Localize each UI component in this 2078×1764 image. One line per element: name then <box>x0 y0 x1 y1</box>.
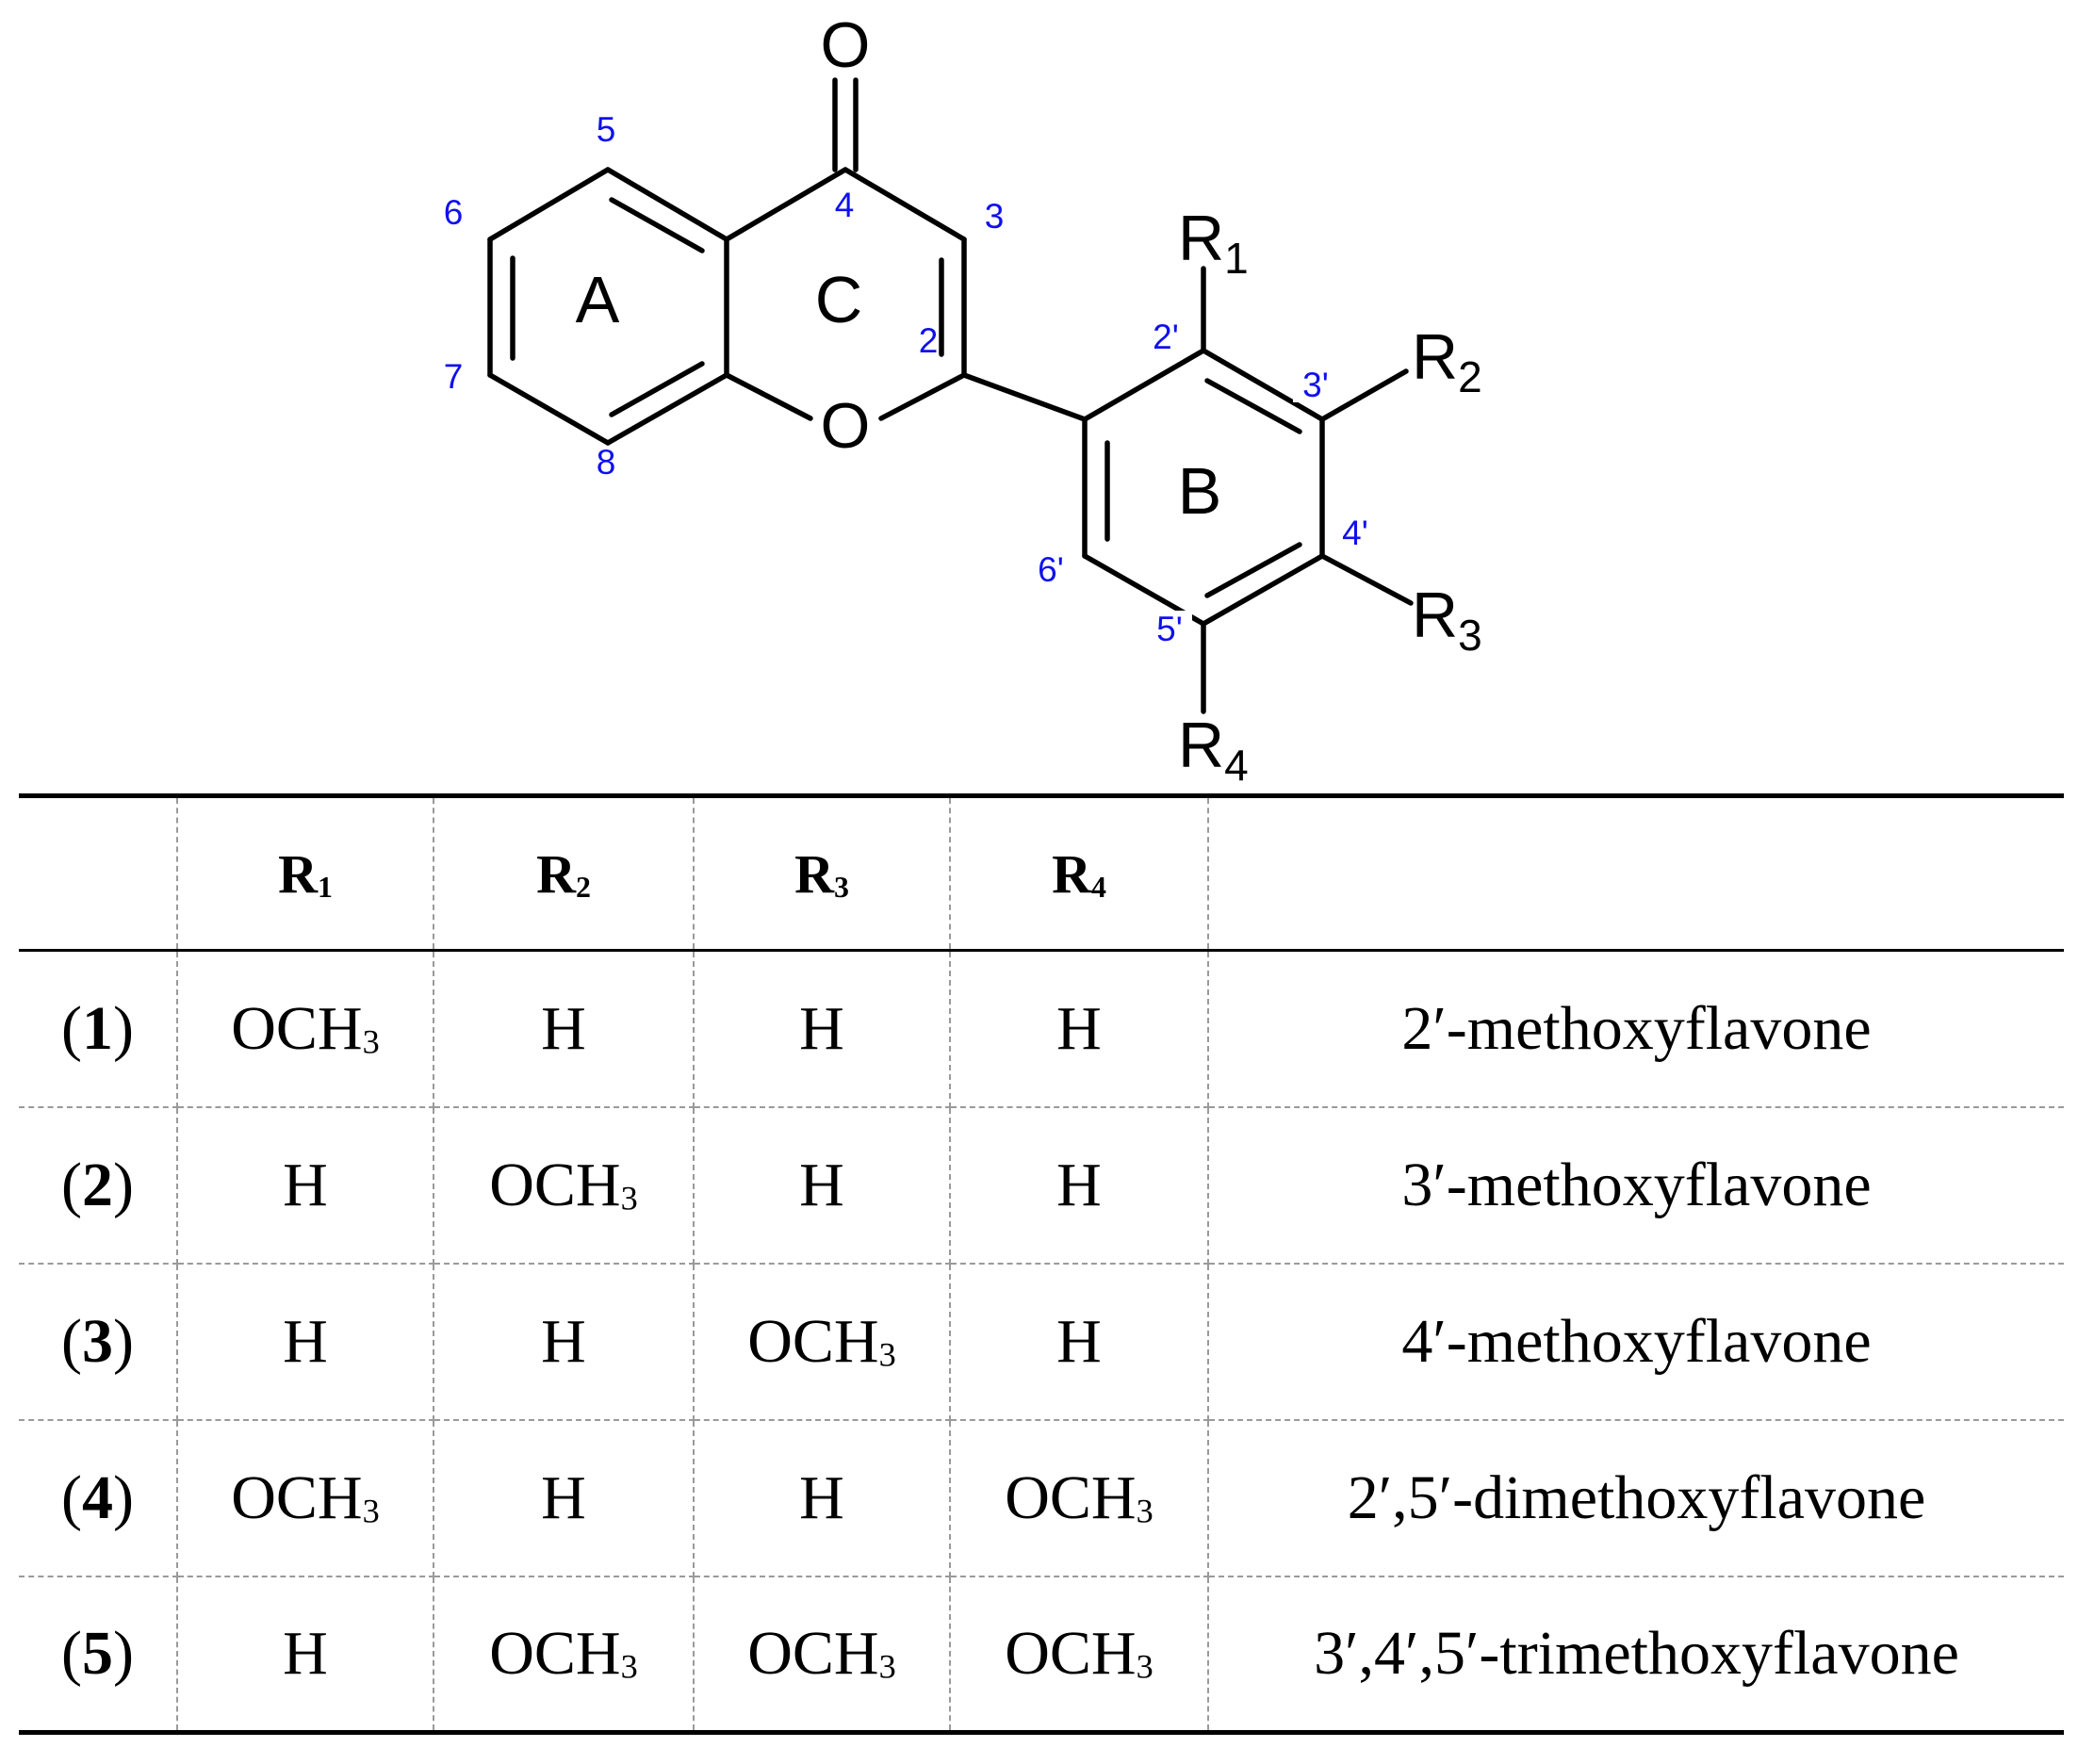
bond <box>724 167 848 242</box>
header-r1: R1 <box>176 793 434 952</box>
cell-r3: H <box>693 1106 951 1265</box>
bond <box>1204 378 1302 434</box>
position-6: 6 <box>444 193 464 232</box>
compound-number: (4) <box>19 1419 178 1577</box>
position-2-prime: 2' <box>1153 318 1179 356</box>
cell-r4: OCH3 <box>949 1576 1209 1735</box>
cell-r1: H <box>176 1263 434 1421</box>
carbonyl-oxygen: O <box>821 9 871 81</box>
cell-r3: OCH3 <box>693 1576 951 1735</box>
position-6-prime: 6' <box>1038 550 1064 589</box>
position-3: 3 <box>985 197 1005 236</box>
r4-label: R4 <box>1178 710 1249 790</box>
ring-label-c: C <box>815 263 863 336</box>
compound-number: (5) <box>19 1576 178 1735</box>
cell-r3: H <box>693 1419 951 1577</box>
cell-r1: H <box>176 1576 434 1735</box>
compound-number: (2) <box>19 1106 178 1265</box>
cell-r2: OCH3 <box>433 1576 695 1735</box>
position-2: 2 <box>919 321 939 360</box>
compound-number: (3) <box>19 1263 178 1421</box>
compound-name: 2′,5′-dimethoxyflavone <box>1207 1419 2064 1577</box>
bond <box>878 372 967 421</box>
r3-label: R3 <box>1412 580 1482 660</box>
bond <box>724 372 813 421</box>
table-row: (5) H OCH3 OCH3 OCH3 3′,4′,5′-trimethoxy… <box>19 1576 2064 1735</box>
cell-r2: H <box>433 950 695 1108</box>
substituent-table: R1 R2 R3 R4 (1) OCH3 H H H 2′-methoxyfla… <box>19 793 2064 1735</box>
bond <box>961 372 1088 422</box>
bond <box>605 167 729 242</box>
bond <box>605 372 729 446</box>
bond <box>1082 348 1206 422</box>
header-compound <box>19 793 178 952</box>
cell-r1: OCH3 <box>176 1419 434 1577</box>
position-5-prime: 5' <box>1156 610 1183 648</box>
ring-label-a: A <box>576 263 620 336</box>
bond <box>609 197 705 253</box>
table-row: (4) OCH3 H H OCH3 2′,5′-dimethoxyflavone <box>19 1419 2064 1577</box>
cell-r1: OCH3 <box>176 950 434 1108</box>
cell-r2: H <box>433 1263 695 1421</box>
position-8: 8 <box>597 443 616 482</box>
compound-name: 4′-methoxyflavone <box>1207 1263 2064 1421</box>
flavone-structure: O O A C B R1 R2 R3 R4 5 6 7 8 4 3 2 2' 3… <box>444 9 1482 790</box>
bond <box>487 167 611 242</box>
compound-name: 3′,4′,5′-trimethoxyflavone <box>1207 1576 2064 1735</box>
ring-label-b: B <box>1178 454 1222 528</box>
compound-name: 2′-methoxyflavone <box>1207 950 2064 1108</box>
cell-r4: H <box>949 1263 1209 1421</box>
bond <box>1319 553 1414 606</box>
table-row: (3) H H OCH3 H 4′-methoxyflavone <box>19 1263 2064 1421</box>
bond <box>1204 542 1302 598</box>
ring-oxygen: O <box>821 390 871 462</box>
table-row: (2) H OCH3 H H 3′-methoxyflavone <box>19 1106 2064 1265</box>
bond <box>487 372 611 446</box>
r2-label: R2 <box>1412 321 1482 401</box>
bond <box>1319 368 1409 422</box>
header-r4: R4 <box>949 793 1209 952</box>
header-r3: R3 <box>693 793 951 952</box>
compound-name: 3′-methoxyflavone <box>1207 1106 2064 1265</box>
cell-r2: H <box>433 1419 695 1577</box>
table-row: (1) OCH3 H H H 2′-methoxyflavone <box>19 950 2064 1108</box>
position-3-prime: 3' <box>1302 366 1329 404</box>
bond <box>1201 553 1325 627</box>
position-5: 5 <box>597 110 616 149</box>
cell-r4: H <box>949 950 1209 1108</box>
bond <box>843 167 967 242</box>
r1-label: R1 <box>1178 203 1249 283</box>
cell-r2: OCH3 <box>433 1106 695 1265</box>
table-header-row: R1 R2 R3 R4 <box>19 793 2064 952</box>
cell-r3: OCH3 <box>693 1263 951 1421</box>
cell-r1: H <box>176 1106 434 1265</box>
position-4: 4 <box>835 186 855 224</box>
compound-number: (1) <box>19 950 178 1108</box>
header-name <box>1207 793 2064 952</box>
position-7: 7 <box>444 357 464 396</box>
bond <box>1201 348 1325 422</box>
header-r2: R2 <box>433 793 695 952</box>
cell-r4: H <box>949 1106 1209 1265</box>
position-4-prime: 4' <box>1342 514 1368 552</box>
bond <box>609 361 705 417</box>
cell-r3: H <box>693 950 951 1108</box>
cell-r4: OCH3 <box>949 1419 1209 1577</box>
